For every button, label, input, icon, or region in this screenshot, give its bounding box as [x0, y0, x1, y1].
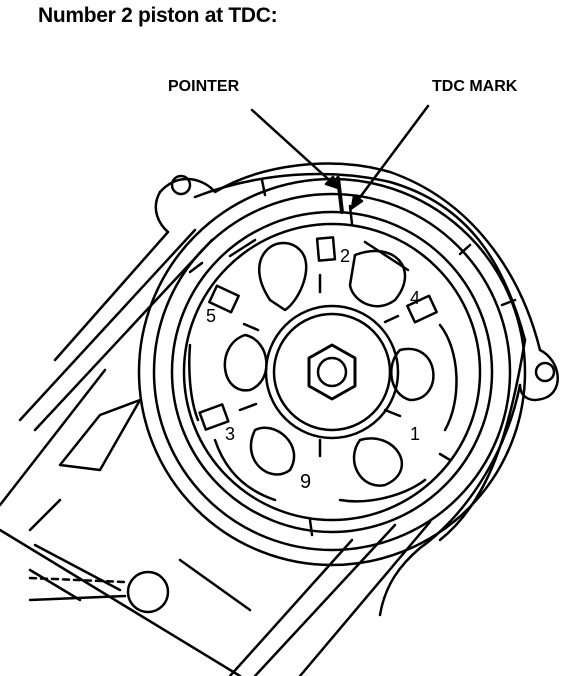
pulley-number-4: 4	[410, 288, 420, 308]
lower-engine-block	[0, 368, 252, 676]
pointer-leader-line	[250, 108, 340, 190]
timing-belt	[18, 228, 432, 676]
pulley-number-2: 2	[340, 246, 350, 266]
diagram-title: Number 2 piston at TDC:	[38, 4, 278, 27]
pulley-number-9: 9	[300, 471, 311, 493]
camshaft-pulley	[170, 176, 494, 537]
pulley-number-3: 3	[225, 424, 235, 444]
pulley-outer-band	[137, 177, 527, 567]
pulley-number-1: 1	[410, 424, 420, 444]
pulley-number-5: 5	[206, 306, 216, 326]
tdc-mark-label: TDC MARK	[432, 78, 518, 95]
tdc-leader-line	[350, 104, 430, 210]
pointer-label: POINTER	[168, 78, 240, 95]
pulley-numbers: 2 4 5 3 1 9	[206, 246, 420, 493]
timing-belt-cover	[53, 162, 559, 617]
